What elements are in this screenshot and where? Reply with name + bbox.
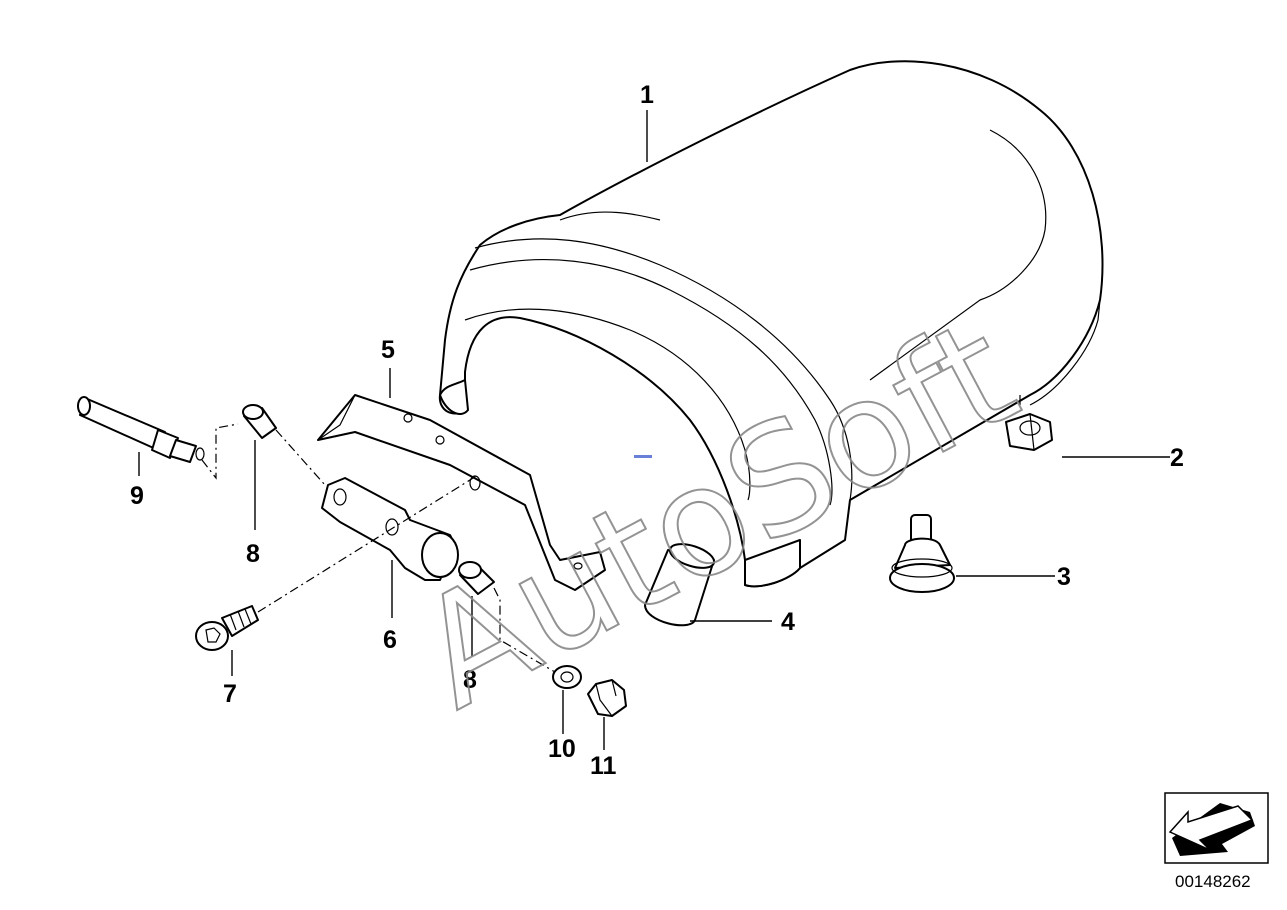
rubber-buffer-part: 3 [889,514,1071,593]
assembly-lines [201,423,556,673]
callout-9: 9 [130,482,144,510]
sleeve-part: 4 [644,543,795,636]
bushing-lower-part: 8 [458,561,495,694]
callout-3: 3 [1057,563,1071,591]
bracket-part: 5 [317,336,606,591]
bushing-upper-part: 8 [242,404,277,568]
callout-2: 2 [1170,444,1184,472]
watermark-dash [634,455,652,458]
cap-nut-part: 11 [587,679,627,780]
callout-5: 5 [381,336,395,364]
arrow-down-left-icon [1164,792,1269,864]
callout-7: 7 [223,680,237,708]
callout-6: 6 [383,626,397,654]
hex-nut-part: 2 [1005,413,1184,472]
callout-10: 10 [548,735,576,763]
callout-4: 4 [781,608,795,636]
washer-part: 10 [548,665,582,763]
callout-11: 11 [590,752,617,780]
callout-8-upper: 8 [246,540,260,568]
pin-part: 9 [77,396,205,510]
reference-number: 00148262 [1175,872,1251,891]
callout-1: 1 [640,81,654,109]
seat-part: 1 [438,60,1104,588]
callout-8-lower: 8 [463,666,477,694]
holder-part: 6 [321,477,459,654]
cap-screw-part: 7 [195,605,259,708]
